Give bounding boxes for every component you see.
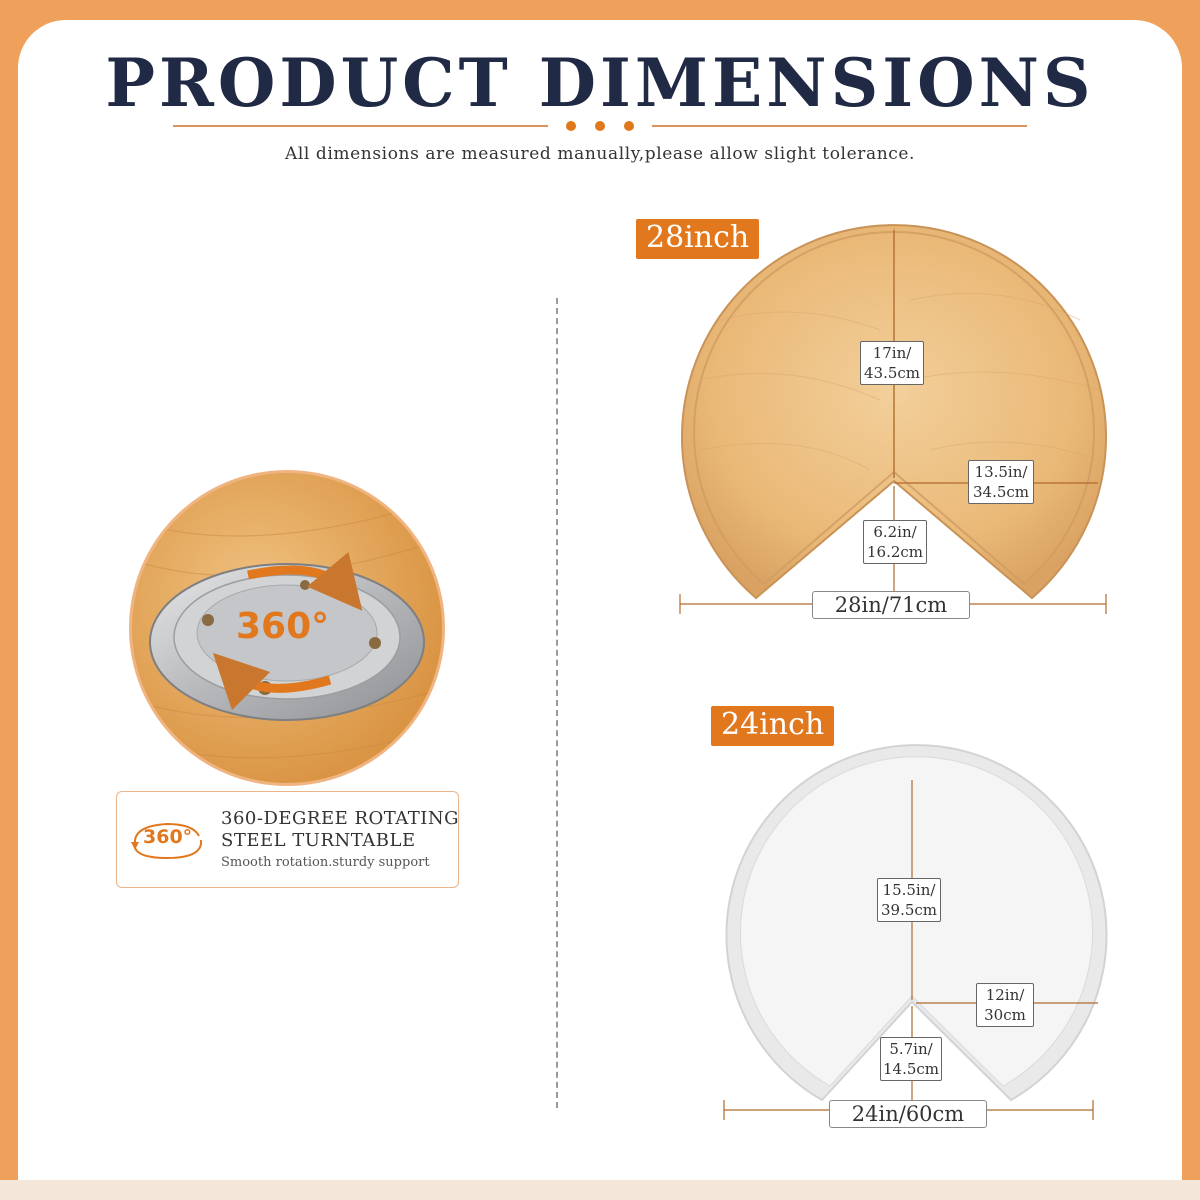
- feature-card: 360° 360-DEGREE ROTATING STEEL TURNTABLE…: [116, 791, 459, 888]
- page-bottom-band: [0, 1180, 1200, 1200]
- page-title: PRODUCT DIMENSIONS: [105, 44, 1095, 122]
- dashed-divider: [556, 298, 558, 1108]
- notch-label-24inch: 5.7in/ 14.5cm: [880, 1037, 942, 1081]
- title-dot: [595, 121, 605, 131]
- side-label-24inch: 12in/ 30cm: [976, 983, 1034, 1027]
- width-label-24inch: 24in/60cm: [829, 1100, 987, 1128]
- size-badge-28inch: 28inch: [636, 219, 760, 259]
- turntable-photo: [129, 470, 445, 786]
- feature-title: 360-DEGREE ROTATING STEEL TURNTABLE: [221, 808, 460, 851]
- page-subtitle: All dimensions are measured manually,ple…: [284, 144, 916, 164]
- title-rule-left: [173, 125, 548, 127]
- title-dot: [624, 121, 634, 131]
- width-label-28inch: 28in/71cm: [812, 591, 970, 619]
- feature-description: Smooth rotation.sturdy support: [221, 855, 430, 870]
- side-label-28inch: 13.5in/ 34.5cm: [968, 460, 1034, 504]
- height-label-28inch: 17in/ 43.5cm: [860, 341, 924, 385]
- size-badge-24inch: 24inch: [711, 706, 835, 746]
- title-dot: [566, 121, 576, 131]
- notch-label-28inch: 6.2in/ 16.2cm: [863, 520, 927, 564]
- title-rule-right: [652, 125, 1027, 127]
- rotate-360-icon: 360°: [127, 818, 209, 862]
- height-label-24inch: 15.5in/ 39.5cm: [877, 878, 941, 922]
- turntable-360-text: 360°: [236, 606, 330, 647]
- feature-icon-label: 360°: [143, 826, 193, 848]
